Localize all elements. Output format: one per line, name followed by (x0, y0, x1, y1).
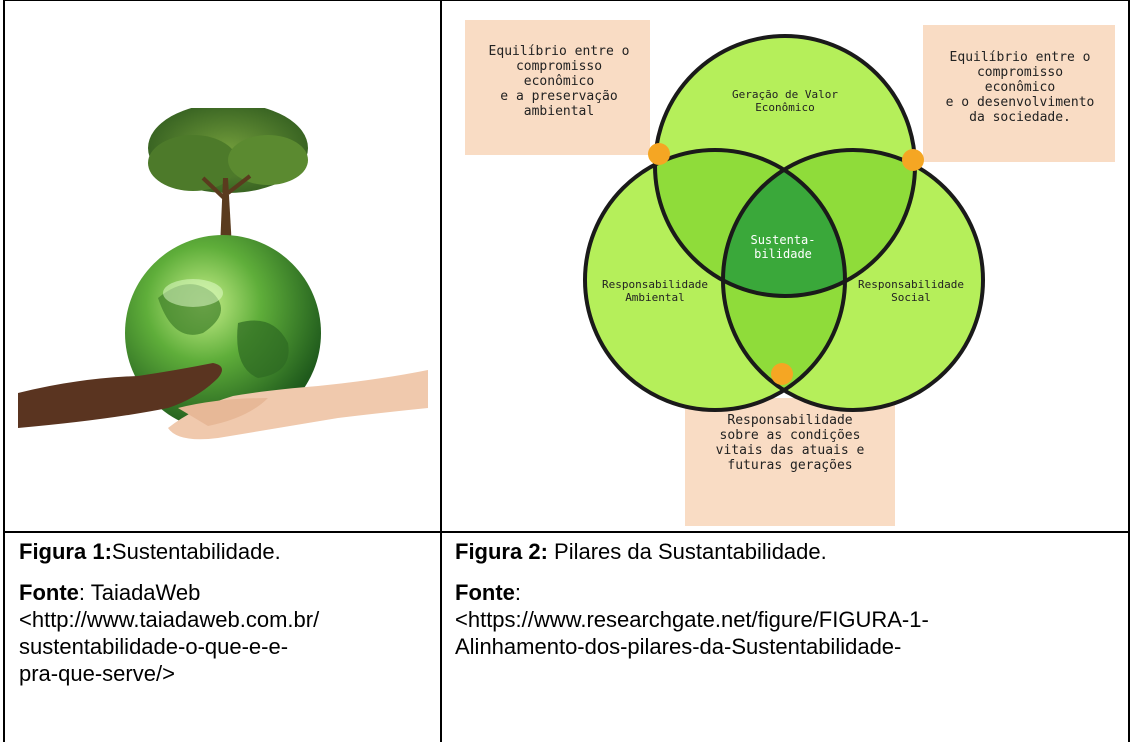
table-border-row (3, 531, 1130, 533)
figure2-source: Fonte: <https://www.researchgate.net/fig… (455, 579, 1125, 660)
box-top-left-text: Equilíbrio entre o compromisso econômico… (488, 44, 630, 119)
figure1-source-url-line: sustentabilidade-o-que-e-e- (19, 634, 289, 659)
table-border-middle (440, 0, 442, 742)
figure2-source-url-line: <https://www.researchgate.net/figure/FIG… (455, 607, 929, 632)
dot-right (902, 149, 924, 171)
globe-tree-hands-image (18, 108, 428, 440)
figure1-source-url-line: <http://www.taiadaweb.com.br/ (19, 607, 320, 632)
venn-circles (583, 34, 985, 412)
figure2-source-label: Fonte (455, 580, 515, 605)
figure1-source: Fonte: TaiadaWeb <http://www.taiadaweb.c… (19, 579, 434, 687)
figure1-source-text: : TaiadaWeb (78, 580, 201, 605)
figure2-source-text: : (514, 580, 522, 605)
table-border-left (3, 0, 5, 742)
box-top-right (923, 25, 1115, 162)
box-top-right-text: Equilíbrio entre o compromisso econômico… (945, 50, 1095, 125)
figure1-source-label: Fonte (19, 580, 79, 605)
figure2-caption-label: Figura 2: (455, 539, 548, 564)
table-border-right (1128, 0, 1130, 742)
figure2-source-url-line: Alinhamento-dos-pilares-da-Sustentabilid… (455, 634, 902, 659)
box-bottom (685, 398, 895, 526)
box-bottom-text: Responsabilidade sobre as condições vita… (715, 413, 865, 473)
box-top-left (465, 20, 650, 155)
table-border-top (3, 0, 1130, 1)
circle-environmental-label: Responsabilidade Ambiental (602, 278, 708, 304)
circle-economic-label: Geração de Valor Econômico (732, 88, 838, 114)
figure2-caption: Figura 2: Pilares da Sustantabilidade. (455, 538, 1125, 565)
figure1-source-url-line: pra-que-serve/> (19, 661, 175, 686)
dot-bottom (771, 363, 793, 385)
sustainability-pillars-diagram: Equilíbrio entre o compromisso econômico… (455, 8, 1128, 528)
figure2-caption-text: Pilares da Sustantabilidade. (547, 539, 827, 564)
circle-social-label: Responsabilidade Social (858, 278, 964, 304)
center-label: Sustenta- bilidade (750, 233, 816, 261)
dot-left (648, 143, 670, 165)
figure1-caption: Figura 1:Sustentabilidade. (19, 538, 434, 565)
figure1-caption-text: Sustentabilidade. (111, 539, 281, 564)
figure1-caption-label: Figura 1: (19, 539, 112, 564)
